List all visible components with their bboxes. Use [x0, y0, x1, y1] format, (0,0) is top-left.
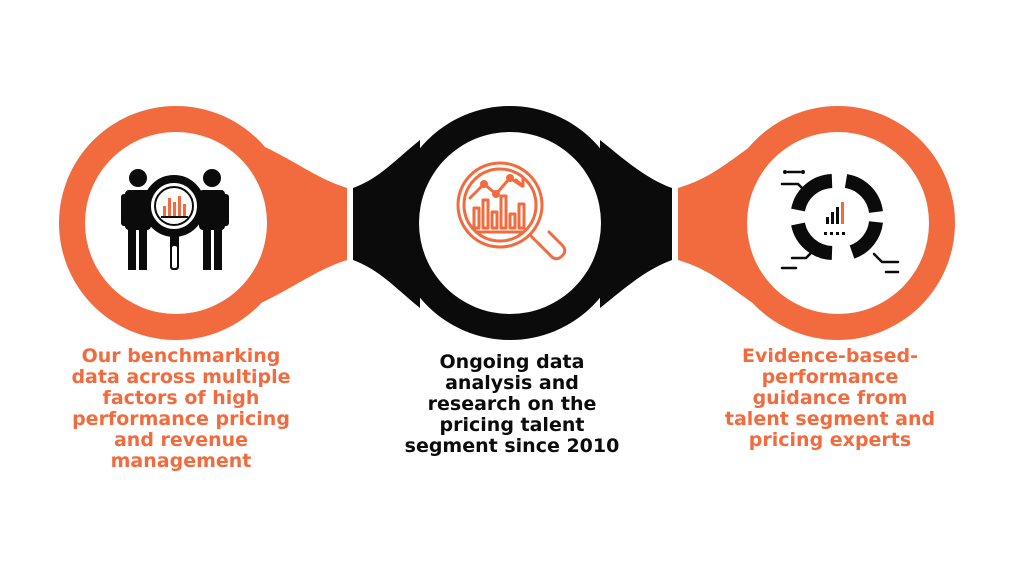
- caption-line: Our benchmarking: [81, 345, 281, 367]
- caption-line: pricing talent: [439, 414, 585, 436]
- caption-line: management: [110, 450, 252, 472]
- step-1-caption: Our benchmarking data across multiple fa…: [61, 346, 301, 472]
- caption-line: performance: [761, 366, 899, 388]
- caption-line: factors of high: [102, 387, 260, 409]
- people-magnifier-chart-icon: [121, 169, 229, 270]
- caption-line: data across multiple: [71, 366, 291, 388]
- magnifier-trend-chart-icon: [456, 161, 567, 261]
- caption-line: Ongoing data: [439, 351, 585, 373]
- step-3-caption: Evidence-based- performance guidance fro…: [710, 346, 950, 451]
- caption-line: Evidence-based-: [741, 345, 919, 367]
- caption-line: and revenue: [113, 429, 249, 451]
- caption-line: talent segment and: [724, 408, 936, 430]
- caption-line: segment since 2010: [404, 435, 620, 457]
- step-2-ring: [353, 106, 672, 340]
- caption-line: pricing experts: [748, 429, 912, 451]
- step-2-caption: Ongoing data analysis and research on th…: [392, 352, 632, 457]
- caption-line: performance pricing: [72, 408, 290, 430]
- donut-chart-dashboard-icon: [780, 170, 900, 274]
- caption-line: analysis and: [445, 372, 579, 394]
- step-3-ring: [678, 106, 955, 340]
- caption-line: research on the: [427, 393, 597, 415]
- caption-line: guidance from: [752, 387, 908, 409]
